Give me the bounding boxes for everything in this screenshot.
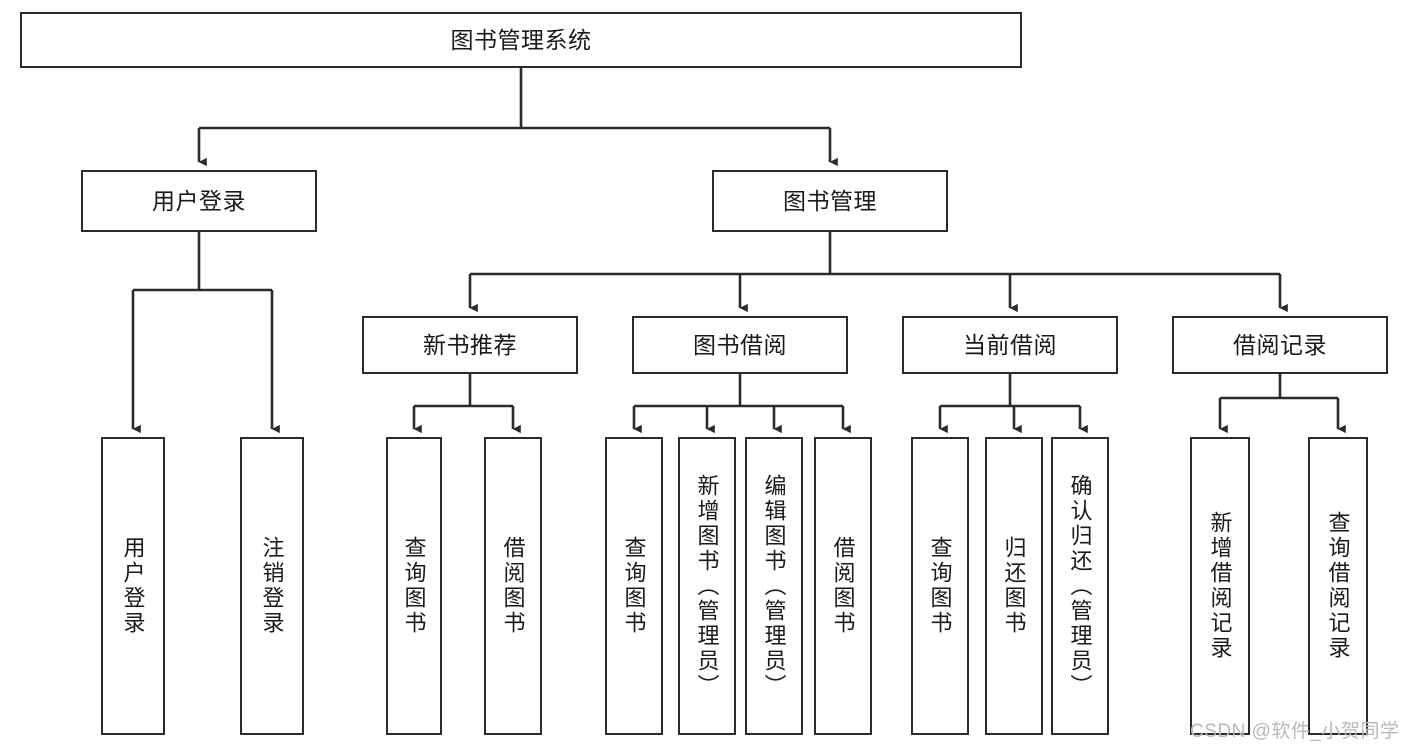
node-label: 归还图书 [1001, 536, 1027, 636]
node-label: 确认归还（管理员） [1067, 473, 1093, 699]
node-current-borrow[interactable]: 当前借阅 [902, 316, 1118, 374]
node-label: 当前借阅 [963, 331, 1057, 358]
node-book-borrow[interactable]: 图书借阅 [632, 316, 848, 374]
node-label: 新增图书（管理员） [694, 473, 720, 699]
node-leaf-query-book-1[interactable]: 查询图书 [386, 437, 442, 735]
node-label: 借阅图书 [500, 536, 526, 636]
node-leaf-add-book-admin[interactable]: 新增图书（管理员） [678, 437, 736, 735]
node-leaf-confirm-return-admin[interactable]: 确认归还（管理员） [1051, 437, 1109, 735]
node-label: 新增借阅记录 [1207, 511, 1233, 661]
node-new-book-recommend[interactable]: 新书推荐 [362, 316, 578, 374]
node-leaf-edit-book-admin[interactable]: 编辑图书（管理员） [745, 437, 803, 735]
node-leaf-user-login[interactable]: 用户登录 [101, 437, 165, 735]
node-label: 编辑图书（管理员） [761, 473, 787, 699]
node-borrow-record[interactable]: 借阅记录 [1172, 316, 1388, 374]
node-label: 注销登录 [259, 536, 285, 636]
node-label: 图书借阅 [693, 331, 787, 358]
node-label: 借阅记录 [1233, 331, 1327, 358]
node-leaf-add-borrow-record[interactable]: 新增借阅记录 [1190, 437, 1250, 735]
node-label: 图书管理 [783, 187, 877, 214]
node-label: 查询图书 [621, 536, 647, 636]
node-label: 图书管理系统 [450, 26, 592, 53]
node-label: 用户登录 [152, 187, 246, 214]
node-label: 借阅图书 [830, 536, 856, 636]
node-label: 查询借阅记录 [1325, 511, 1351, 661]
node-label: 查询图书 [927, 536, 953, 636]
node-label: 新书推荐 [423, 331, 517, 358]
node-leaf-query-borrow-record[interactable]: 查询借阅记录 [1308, 437, 1368, 735]
node-leaf-borrow-book-1[interactable]: 借阅图书 [484, 437, 542, 735]
node-book-management[interactable]: 图书管理 [712, 170, 948, 232]
node-leaf-user-logout[interactable]: 注销登录 [240, 437, 304, 735]
node-label: 用户登录 [120, 536, 146, 636]
node-user-login[interactable]: 用户登录 [81, 170, 317, 232]
node-leaf-return-book[interactable]: 归还图书 [985, 437, 1043, 735]
node-label: 查询图书 [401, 536, 427, 636]
node-root-book-management-system[interactable]: 图书管理系统 [20, 12, 1022, 68]
node-leaf-borrow-book-2[interactable]: 借阅图书 [814, 437, 872, 735]
node-leaf-query-book-2[interactable]: 查询图书 [605, 437, 663, 735]
node-leaf-query-book-3[interactable]: 查询图书 [911, 437, 969, 735]
